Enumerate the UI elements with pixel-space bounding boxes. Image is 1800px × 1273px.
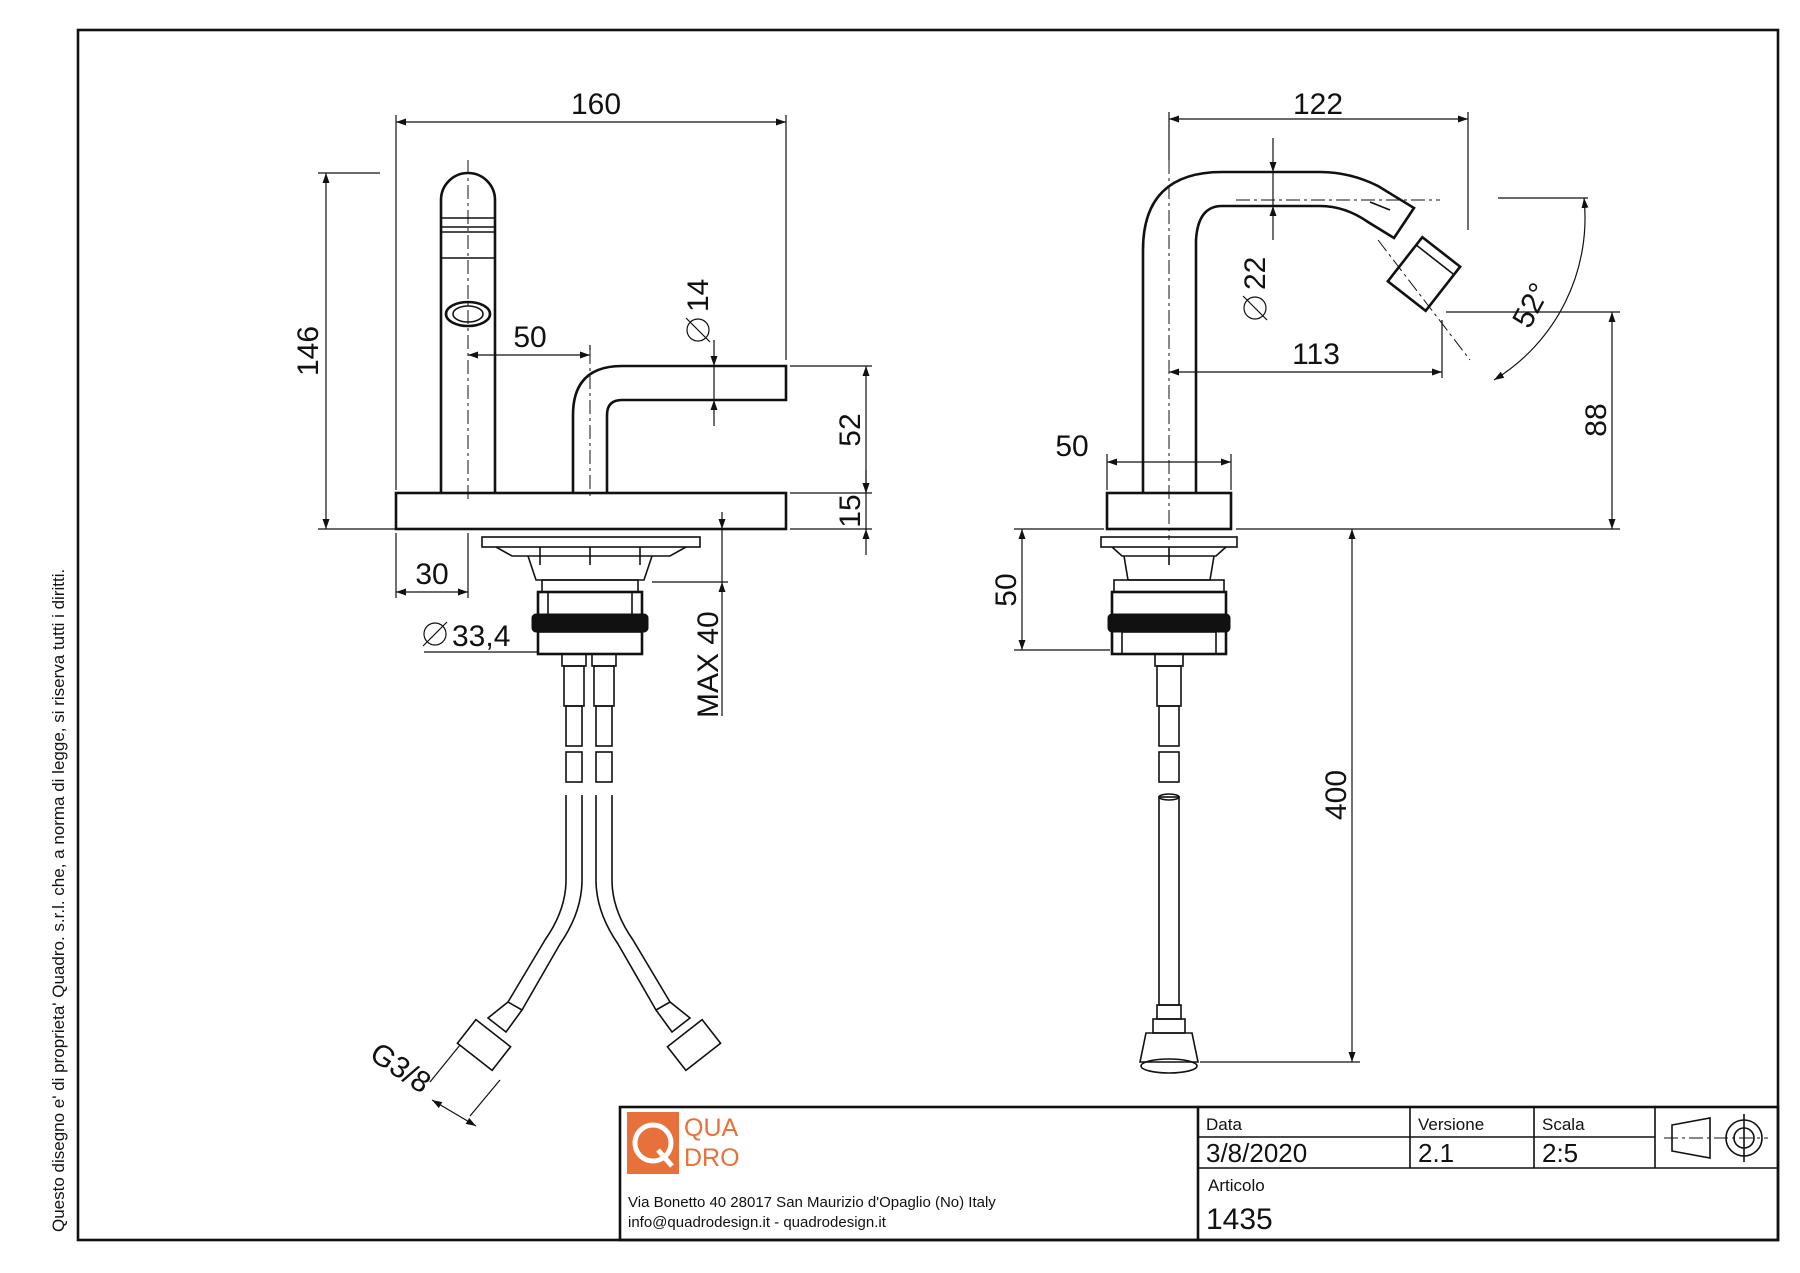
dim-handle-dia-14: 14 (682, 279, 715, 343)
dim-handle-52: 52 (834, 413, 867, 446)
data-value: 3/8/2020 (1206, 1138, 1307, 1168)
dim-reach-113: 113 (1292, 338, 1340, 371)
side-dimensions: 122 22 113 52° 88 50 50 (990, 88, 1620, 1063)
dim-height-146: 146 (292, 326, 325, 376)
scala-value: 2:5 (1542, 1138, 1578, 1168)
svg-text:22: 22 (1239, 257, 1272, 290)
dim-width-160: 160 (571, 88, 621, 121)
data-label: Data (1206, 1115, 1242, 1134)
flexible-hoses (456, 653, 722, 1072)
svg-text:14: 14 (682, 279, 715, 312)
front-dimensions: 160 146 50 14 52 15 30 (292, 88, 872, 1127)
mixer-handle (571, 364, 788, 493)
svg-text:DRO: DRO (684, 1144, 740, 1172)
dim-offset-50: 50 (513, 321, 546, 354)
svg-text:33,4: 33,4 (452, 620, 510, 653)
copyright-note: Questo disegno e' di proprieta' Quadro. … (49, 569, 68, 1232)
company-address: Via Bonetto 40 28017 San Maurizio d'Opag… (628, 1194, 996, 1211)
dim-hose-400: 400 (1320, 770, 1353, 820)
dim-height-88: 88 (1580, 403, 1613, 436)
svg-text:QUA: QUA (684, 1114, 739, 1142)
deck-plate (394, 491, 788, 531)
side-spout (1141, 170, 1416, 493)
company-logo: QUA DRO (627, 1112, 740, 1174)
side-view (1100, 160, 1471, 1074)
title-block: QUA DRO Via Bonetto 40 28017 San Maurizi… (618, 1105, 1780, 1242)
front-view (394, 160, 788, 1072)
dim-body-50: 50 (1055, 430, 1088, 463)
scala-label: Scala (1542, 1115, 1585, 1134)
versione-label: Versione (1418, 1115, 1484, 1134)
side-hose (1139, 653, 1199, 1074)
dim-thread-g3-8: G3/8 (364, 1036, 436, 1100)
company-contact: info@quadrodesign.it - quadrodesign.it (628, 1214, 887, 1231)
dim-max-40: MAX 40 (692, 611, 725, 718)
dim-base-30: 30 (415, 558, 448, 591)
lock-nut (531, 613, 649, 633)
sheet-border (76, 28, 1780, 1242)
aerator-outlet (444, 300, 492, 328)
versione-value: 2.1 (1418, 1138, 1454, 1168)
side-aerator (1386, 235, 1462, 313)
fixing-flange (481, 536, 701, 548)
dim-shank-dia-33-4: 33,4 (422, 620, 510, 653)
projection-symbol-icon (1664, 1114, 1768, 1162)
side-lock-nut (1107, 613, 1231, 633)
articolo-value: 1435 (1206, 1203, 1273, 1236)
dim-spout-dia-22: 22 (1239, 257, 1272, 321)
dim-angle-52: 52° (1506, 278, 1556, 334)
dim-base-15: 15 (834, 494, 867, 527)
articolo-label: Articolo (1208, 1176, 1265, 1195)
dim-shank-50: 50 (990, 573, 1023, 606)
dim-width-122: 122 (1293, 88, 1343, 121)
